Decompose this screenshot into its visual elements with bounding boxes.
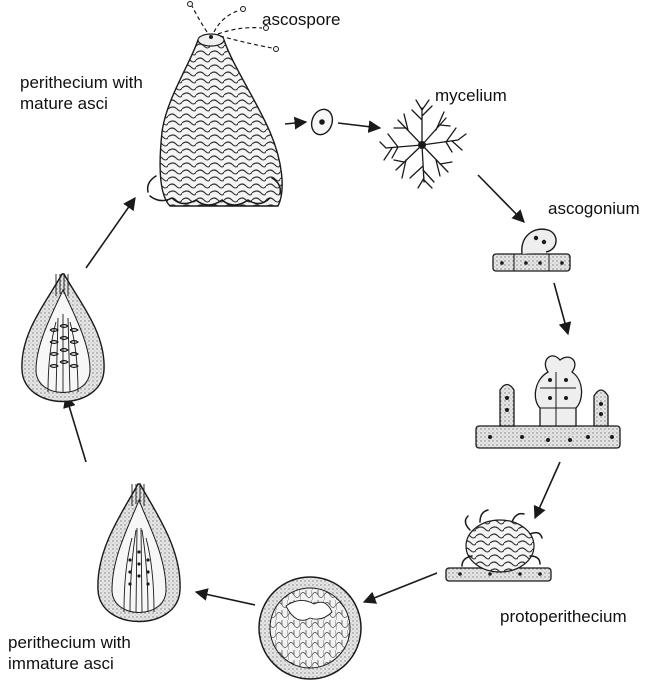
protoperithecium-icon: [446, 510, 551, 581]
arrow-immature-to-maturing: [66, 396, 86, 462]
label-perithecium-mature-line2: mature asci: [20, 93, 143, 114]
label-perithecium-immature-line2: immature asci: [8, 653, 131, 674]
ascospore-icon: [308, 106, 336, 137]
arrow-ascogonium-to-hyphae: [554, 283, 568, 334]
arrow-ascospore-to-mycelium: [338, 123, 380, 128]
label-ascospore: ascospore: [262, 9, 340, 30]
label-perithecium-mature: perithecium with mature asci: [20, 72, 143, 114]
arrow-maturing-to-mature: [86, 198, 135, 268]
immature-perithecium-icon: [98, 484, 180, 622]
label-ascogonium: ascogonium: [548, 198, 640, 219]
arrow-perithecium-to-ascospore: [285, 122, 306, 124]
developing-perithecium-icon: [259, 577, 361, 679]
label-mycelium: mycelium: [435, 85, 507, 106]
label-perithecium-immature-line1: perithecium with: [8, 632, 131, 653]
arrow-protoperithecium-to-developing: [364, 573, 437, 602]
arrow-mycelium-to-ascogonium: [478, 175, 524, 222]
label-perithecium-immature: perithecium with immature asci: [8, 632, 131, 674]
arrow-hyphae-to-protoperithecium: [535, 462, 560, 518]
ascogonium-icon: [493, 229, 570, 271]
arrow-developing-to-immature: [196, 592, 255, 605]
dikaryotic-hyphae-icon: [476, 356, 620, 448]
mature-perithecium-icon: [148, 2, 282, 207]
maturing-perithecium-icon: [22, 274, 104, 402]
label-perithecium-mature-line1: perithecium with: [20, 72, 143, 93]
mycelium-icon: [380, 100, 466, 188]
label-protoperithecium: protoperithecium: [500, 606, 627, 627]
